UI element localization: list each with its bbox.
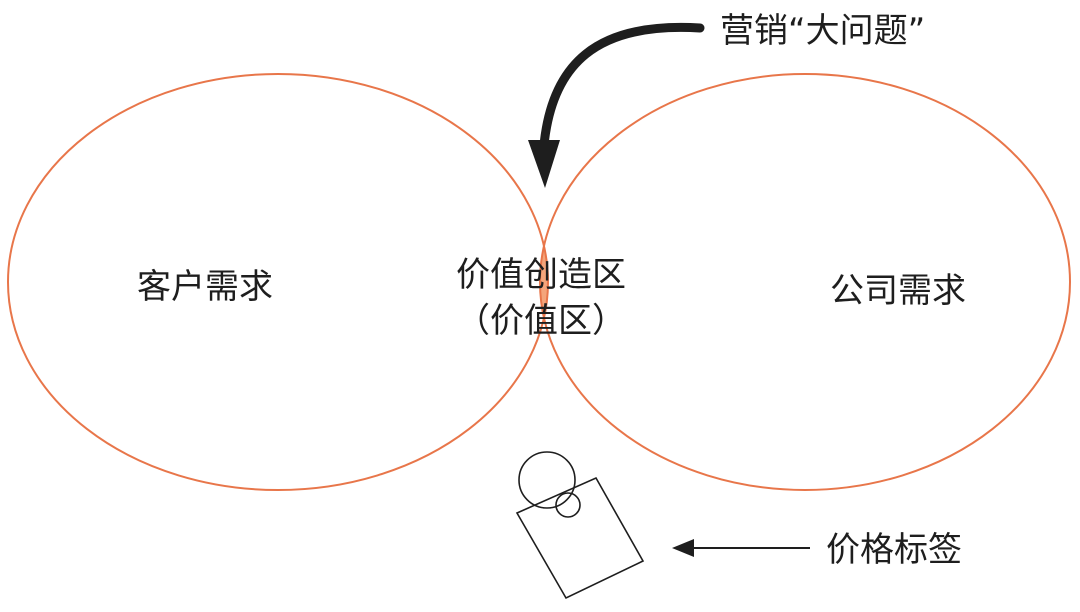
value-zone-label: 价值创造区 [456, 255, 626, 295]
value-zone-sublabel: （价值区） [456, 301, 626, 341]
big-problem-label: 营销“大问题” [720, 11, 925, 51]
price-tag-icon [515, 451, 645, 600]
company-needs-label: 公司需求 [830, 271, 966, 311]
company-needs-ellipse [539, 73, 1071, 491]
customer-needs-ellipse [7, 73, 549, 491]
price-tag-label: 价格标签 [826, 530, 962, 570]
price-tag-arrow [672, 539, 810, 557]
customer-needs-label: 客户需求 [137, 267, 273, 307]
big-problem-arrow [528, 22, 705, 188]
